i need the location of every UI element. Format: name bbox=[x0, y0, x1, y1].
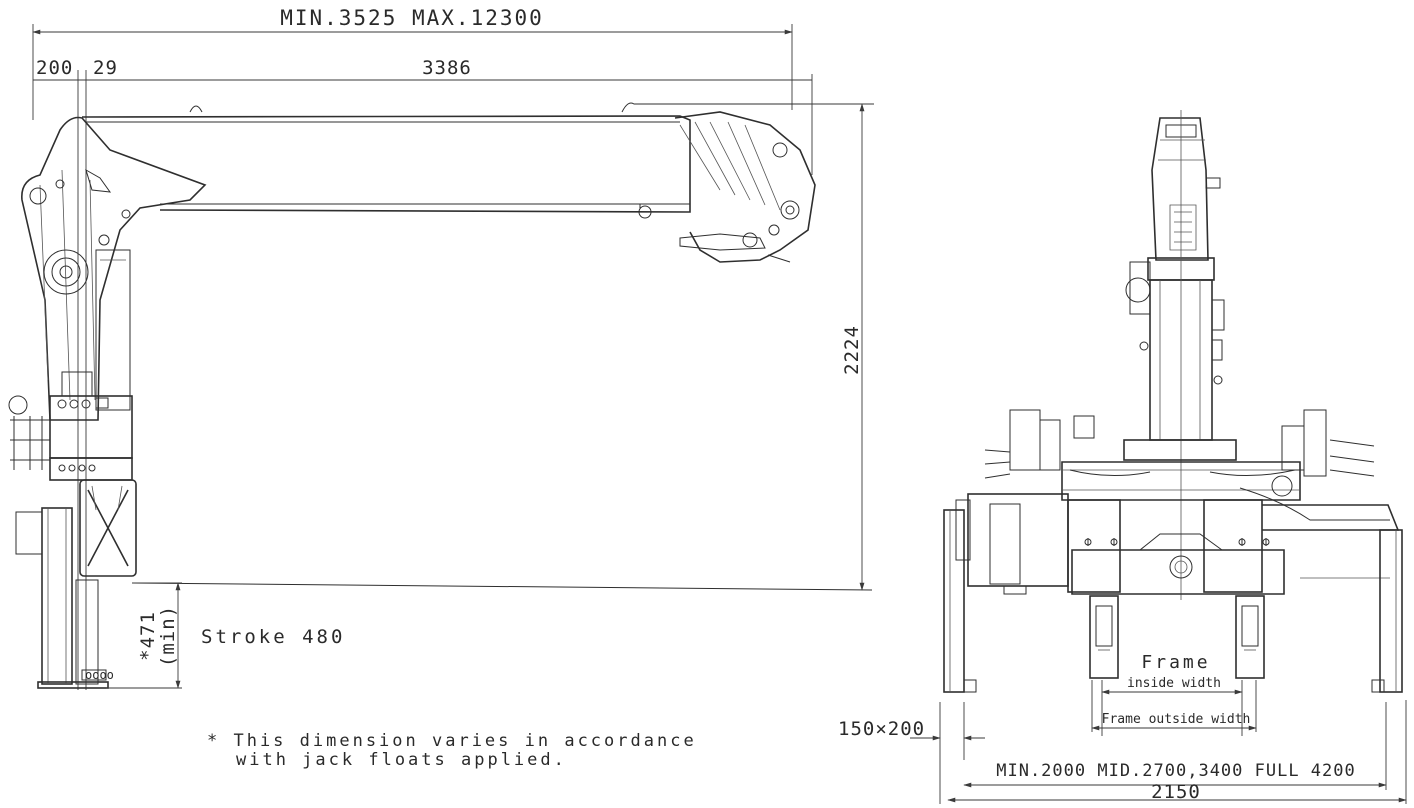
dimension-jack-height: *471 (min) bbox=[106, 582, 182, 689]
front-column bbox=[1125, 110, 1225, 600]
truck-frame-top-line bbox=[131, 582, 873, 591]
dimension-outrigger-span: MIN.2000 MID.2700,3400 FULL 4200 bbox=[963, 702, 1387, 790]
front-outrigger-left bbox=[943, 499, 977, 693]
front-jack-left bbox=[1089, 595, 1119, 679]
frame-label: Frame bbox=[1141, 652, 1210, 673]
front-lower-body bbox=[967, 493, 1285, 595]
dimension-jack-height-text: *471 bbox=[137, 611, 159, 661]
stroke-label: Stroke 480 bbox=[201, 626, 345, 648]
footnote: * This dimension varies in accordance wi… bbox=[207, 731, 697, 770]
dimension-boom-length-text: 3386 bbox=[422, 57, 472, 79]
front-jack-right bbox=[1235, 595, 1265, 679]
front-right-arm bbox=[1239, 487, 1400, 579]
outrigger-leg-side: oooo bbox=[37, 507, 114, 689]
front-view: Frame inside width Frame outside width 1… bbox=[838, 110, 1407, 804]
pad-size-label: 150×200 bbox=[838, 718, 925, 740]
side-view: MIN.3525 MAX.12300 200 29 3386 bbox=[8, 6, 874, 690]
frame-inside-label: inside width bbox=[1127, 676, 1221, 691]
outrigger-span-text: MIN.2000 MID.2700,3400 FULL 4200 bbox=[996, 761, 1356, 781]
dimension-boom-offsets: 200 29 3386 bbox=[33, 57, 813, 690]
dimension-height: 2224 bbox=[800, 103, 874, 591]
dimension-jack-height-note: (min) bbox=[157, 605, 179, 667]
dimension-overall-reach-text: MIN.3525 MAX.12300 bbox=[280, 6, 544, 30]
dimension-base-width: 2150 bbox=[947, 700, 1407, 804]
dimension-overall-reach: MIN.3525 MAX.12300 bbox=[32, 6, 793, 120]
footnote-line-2: with jack floats applied. bbox=[236, 750, 567, 770]
crane-base-unit bbox=[8, 371, 137, 577]
crane-column bbox=[21, 116, 207, 421]
crane-boom bbox=[81, 102, 816, 263]
dimension-offset-b-text: 29 bbox=[93, 57, 118, 79]
dimension-offset-a-text: 200 bbox=[36, 57, 73, 79]
dimension-frame-outside: Frame outside width bbox=[1091, 680, 1257, 732]
front-base bbox=[984, 409, 1375, 501]
footnote-line-1: * This dimension varies in accordance bbox=[207, 731, 697, 751]
front-outrigger-right bbox=[1371, 529, 1403, 693]
svg-text:oooo: oooo bbox=[85, 668, 114, 682]
dimension-height-text: 2224 bbox=[841, 325, 863, 375]
dimension-frame-inside: inside width bbox=[1101, 676, 1243, 736]
base-width-text: 2150 bbox=[1151, 781, 1201, 803]
frame-outside-label: Frame outside width bbox=[1102, 712, 1251, 727]
dimension-pad-size: 150×200 bbox=[838, 702, 985, 804]
